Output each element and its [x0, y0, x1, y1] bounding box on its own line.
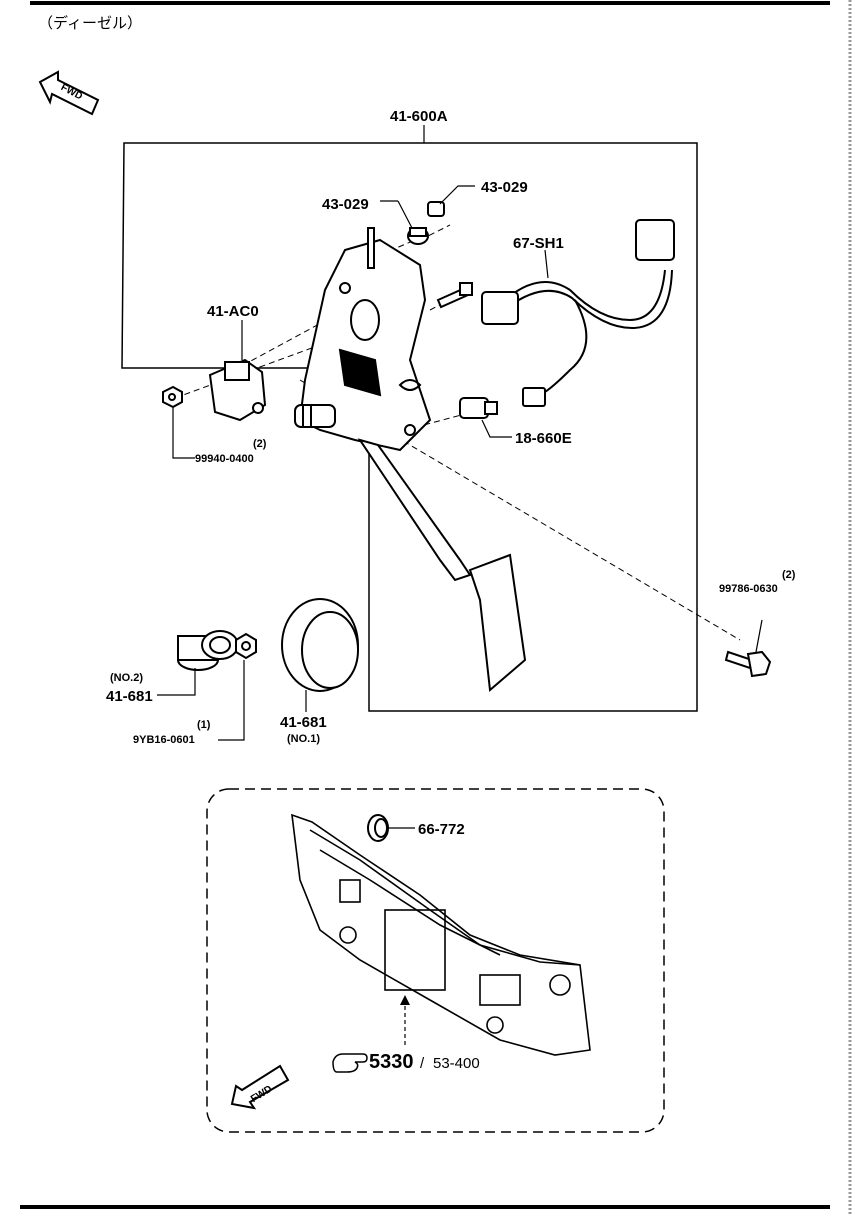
label-66-772: 66-772 — [418, 821, 465, 838]
switch-41-AC0 — [208, 358, 267, 422]
pedal-arm — [357, 438, 527, 692]
reference-separator: / — [420, 1055, 425, 1072]
reference-sub: 53-400 — [433, 1055, 480, 1072]
leader-43-029-right — [439, 185, 475, 205]
boot-41-681-no2 — [177, 630, 239, 671]
wiring-harness-67-SH1 — [481, 219, 675, 407]
label-99940-0400: 99940-0400 — [195, 453, 254, 465]
qty-9YB16-0601: (1) — [197, 719, 211, 731]
assembly-label: 41-600A — [390, 108, 448, 125]
fwd-arrow-top: FWD — [38, 70, 100, 116]
bolt-99786-0630 — [724, 650, 772, 678]
leader-9YB16-0601 — [218, 660, 245, 741]
nut-9YB16-0601 — [235, 632, 257, 660]
leader-43-029-left-b — [397, 200, 413, 229]
pedal-bracket — [298, 227, 432, 452]
pointing-hand-icon — [332, 1053, 368, 1073]
cap-41-681-no1 — [281, 598, 359, 692]
leader-99786-0630 — [755, 619, 763, 653]
stopper-43-029-left — [407, 227, 429, 245]
label-41-681-no2: 41-681 — [106, 688, 153, 705]
sublabel-41-681-no1: (NO.1) — [287, 733, 320, 745]
label-18-660E: 18-660E — [515, 430, 572, 447]
nut-99940-0400 — [162, 385, 183, 409]
label-43-029-left: 43-029 — [322, 196, 369, 213]
leader-41-681-no2 — [157, 668, 196, 696]
dashboard-panel-box — [206, 788, 665, 1133]
fwd-arrow-bottom: FWD — [230, 1064, 290, 1110]
label-99786-0630: 99786-0630 — [719, 583, 778, 595]
leader-99940-0400 — [172, 408, 195, 459]
dash-panel — [291, 813, 591, 1056]
label-41-AC0: 41-AC0 — [207, 303, 259, 320]
clutch-switch-body — [294, 404, 336, 428]
qty-99786-0630: (2) — [782, 569, 796, 581]
diesel-title: （ディーゼル） — [38, 14, 142, 32]
leader-67-SH1 — [544, 249, 549, 279]
reference-main: 5330 — [369, 1051, 414, 1073]
assembly-outline — [121, 142, 698, 712]
bracket-bolt — [436, 282, 473, 309]
label-67-SH1: 67-SH1 — [513, 235, 564, 252]
label-41-681-no1: 41-681 — [280, 714, 327, 731]
switch-18-660E — [459, 397, 498, 419]
label-9YB16-0601: 9YB16-0601 — [133, 734, 195, 746]
reference-arrowhead — [400, 995, 410, 1005]
leader-18-660E — [481, 419, 512, 438]
sublabel-41-681-no2: (NO.2) — [110, 672, 143, 684]
stopper-43-029-right — [427, 201, 445, 217]
grommet-66-772 — [367, 814, 389, 842]
qty-99940-0400: (2) — [253, 438, 267, 450]
label-43-029-right: 43-029 — [481, 179, 528, 196]
